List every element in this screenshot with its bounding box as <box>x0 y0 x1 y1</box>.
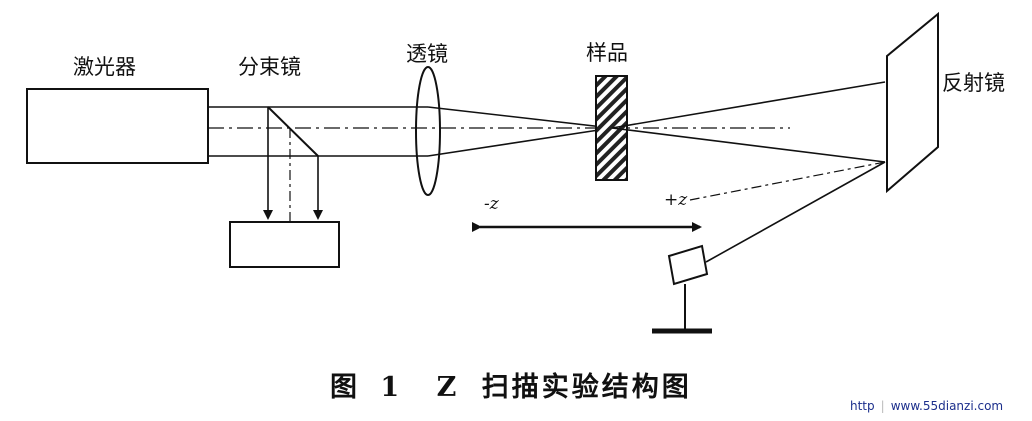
reflecting-mirror <box>886 11 939 194</box>
caption-z: Z <box>436 372 460 403</box>
minus-z-label: -z <box>484 194 499 214</box>
reflected-ray-dashed <box>689 161 886 201</box>
reflected-ray <box>705 161 886 263</box>
beam-splitter-label: 分束镜 <box>238 55 301 79</box>
lens <box>415 66 441 196</box>
ray-top-focus <box>427 106 613 129</box>
laser-box <box>26 88 209 164</box>
caption-prefix: 图 <box>330 372 360 403</box>
ray-bottom-focus <box>427 127 613 157</box>
mirror-label: 反射镜 <box>942 71 1005 95</box>
caption-text: 扫描实验结构图 <box>481 372 692 403</box>
sample-label: 样品 <box>586 41 628 65</box>
lens-label: 透镜 <box>406 42 448 66</box>
plus-z-label: +z <box>664 190 688 210</box>
ray-to-mirror-bottom <box>611 127 886 163</box>
figure-caption: 图 1 Z 扫描实验结构图 <box>330 374 692 401</box>
caption-number: 1 <box>380 372 403 403</box>
watermark: http|www.55dianzi.com <box>850 399 1004 413</box>
laser-label: 激光器 <box>73 55 136 79</box>
beam-splitter <box>267 106 319 157</box>
sample <box>595 75 628 181</box>
reference-detector-box <box>229 221 340 268</box>
watermark-right: www.55dianzi.com <box>890 399 1004 413</box>
detector <box>667 244 709 286</box>
watermark-left: http <box>850 399 875 413</box>
ray-to-mirror-top <box>611 81 886 129</box>
